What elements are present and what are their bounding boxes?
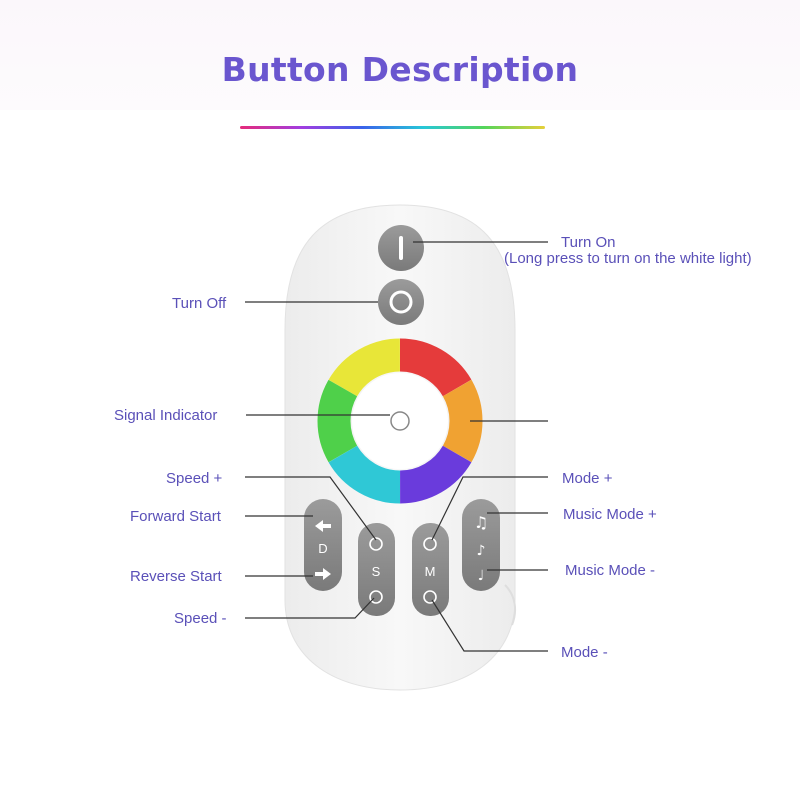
rainbow-divider [240, 126, 545, 129]
label-forward-start: Forward Start [130, 508, 221, 525]
label-turn-on-note: (Long press to turn on the white light) [504, 250, 752, 267]
header-band [0, 0, 800, 110]
treble-clef-icon: ♪ [477, 543, 486, 559]
label-music-mode-plus: Music Mode + [563, 506, 657, 523]
mode-minus-button[interactable] [423, 590, 437, 604]
music-mode-plus-button[interactable]: ♫ [474, 513, 488, 532]
label-reverse-start: Reverse Start [130, 568, 222, 585]
key-m-label: M [425, 564, 436, 579]
label-music-mode-minus: Music Mode - [565, 562, 656, 579]
speed-plus-button[interactable] [369, 537, 383, 551]
music-button-pill: ♫ ♪ ♩ [462, 499, 500, 591]
mode-plus-button[interactable] [423, 537, 437, 551]
label-signal-indicator: Signal Indicator [114, 407, 218, 424]
label-speed-plus: Speed + [166, 470, 223, 487]
page-title: Button Description [221, 50, 579, 89]
music-mode-minus-button[interactable]: ♩ [478, 568, 485, 584]
signal-indicator-light [390, 411, 410, 431]
forward-start-button[interactable] [315, 520, 331, 532]
label-turn-off: Turn Off [172, 295, 227, 312]
turn-off-button[interactable] [378, 279, 424, 325]
s-button-pill: S [358, 523, 395, 616]
d-button-pill: D [304, 499, 342, 591]
reverse-start-button[interactable] [315, 568, 331, 580]
turn-on-button[interactable] [378, 225, 424, 271]
label-speed-minus: Speed - [174, 610, 227, 627]
label-mode-minus: Mode - [561, 644, 608, 661]
color-wheel[interactable] [310, 331, 490, 511]
label-turn-on: Turn On [561, 234, 616, 251]
m-button-pill: M [412, 523, 449, 616]
key-s-label: S [372, 564, 381, 579]
speed-minus-button[interactable] [369, 590, 383, 604]
key-d-label: D [318, 541, 327, 556]
callout-lines [245, 241, 548, 652]
label-mode-plus: Mode + [562, 470, 613, 487]
